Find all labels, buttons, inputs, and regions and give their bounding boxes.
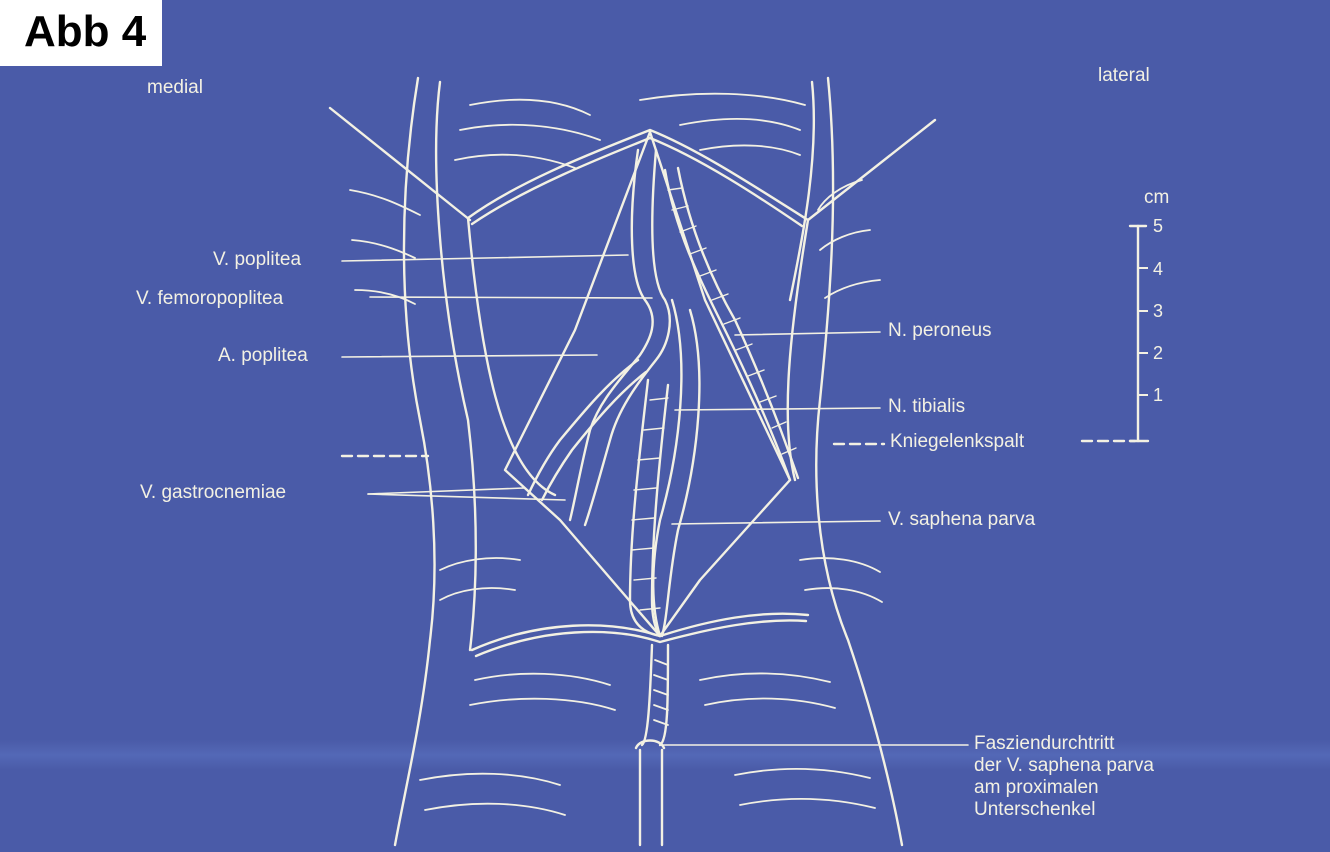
scale-tick-2: 2	[1153, 344, 1163, 363]
figure-label: Abb 4	[0, 0, 162, 66]
label-v-poplitea: V. poplitea	[213, 250, 301, 270]
label-medial: medial	[147, 78, 203, 98]
fasziendurchtritt-line-3: am proximalen	[974, 777, 1154, 799]
label-a-poplitea: A. poplitea	[218, 346, 308, 366]
label-v-femoropoplitea: V. femoropoplitea	[136, 289, 283, 309]
scale-tick-4: 4	[1153, 260, 1163, 279]
label-n-tibialis: N. tibialis	[888, 397, 965, 417]
label-kniegelenkspalt: Kniegelenkspalt	[890, 432, 1024, 452]
fasziendurchtritt-line-4: Unterschenkel	[974, 799, 1154, 821]
fasziendurchtritt-line-2: der V. saphena parva	[974, 755, 1154, 777]
scale-unit: cm	[1144, 188, 1169, 208]
label-fasziendurchtritt: Fasziendurchtritt der V. saphena parva a…	[974, 733, 1154, 821]
label-v-gastrocnemiae: V. gastrocnemiae	[140, 483, 286, 503]
scale-tick-1: 1	[1153, 386, 1163, 405]
scale-tick-5: 5	[1153, 217, 1163, 236]
label-v-saphena-parva: V. saphena parva	[888, 510, 1035, 530]
label-n-peroneus: N. peroneus	[888, 321, 992, 341]
scale-tick-3: 3	[1153, 302, 1163, 321]
label-lateral: lateral	[1098, 66, 1150, 86]
fasziendurchtritt-line-1: Fasziendurchtritt	[974, 733, 1154, 755]
